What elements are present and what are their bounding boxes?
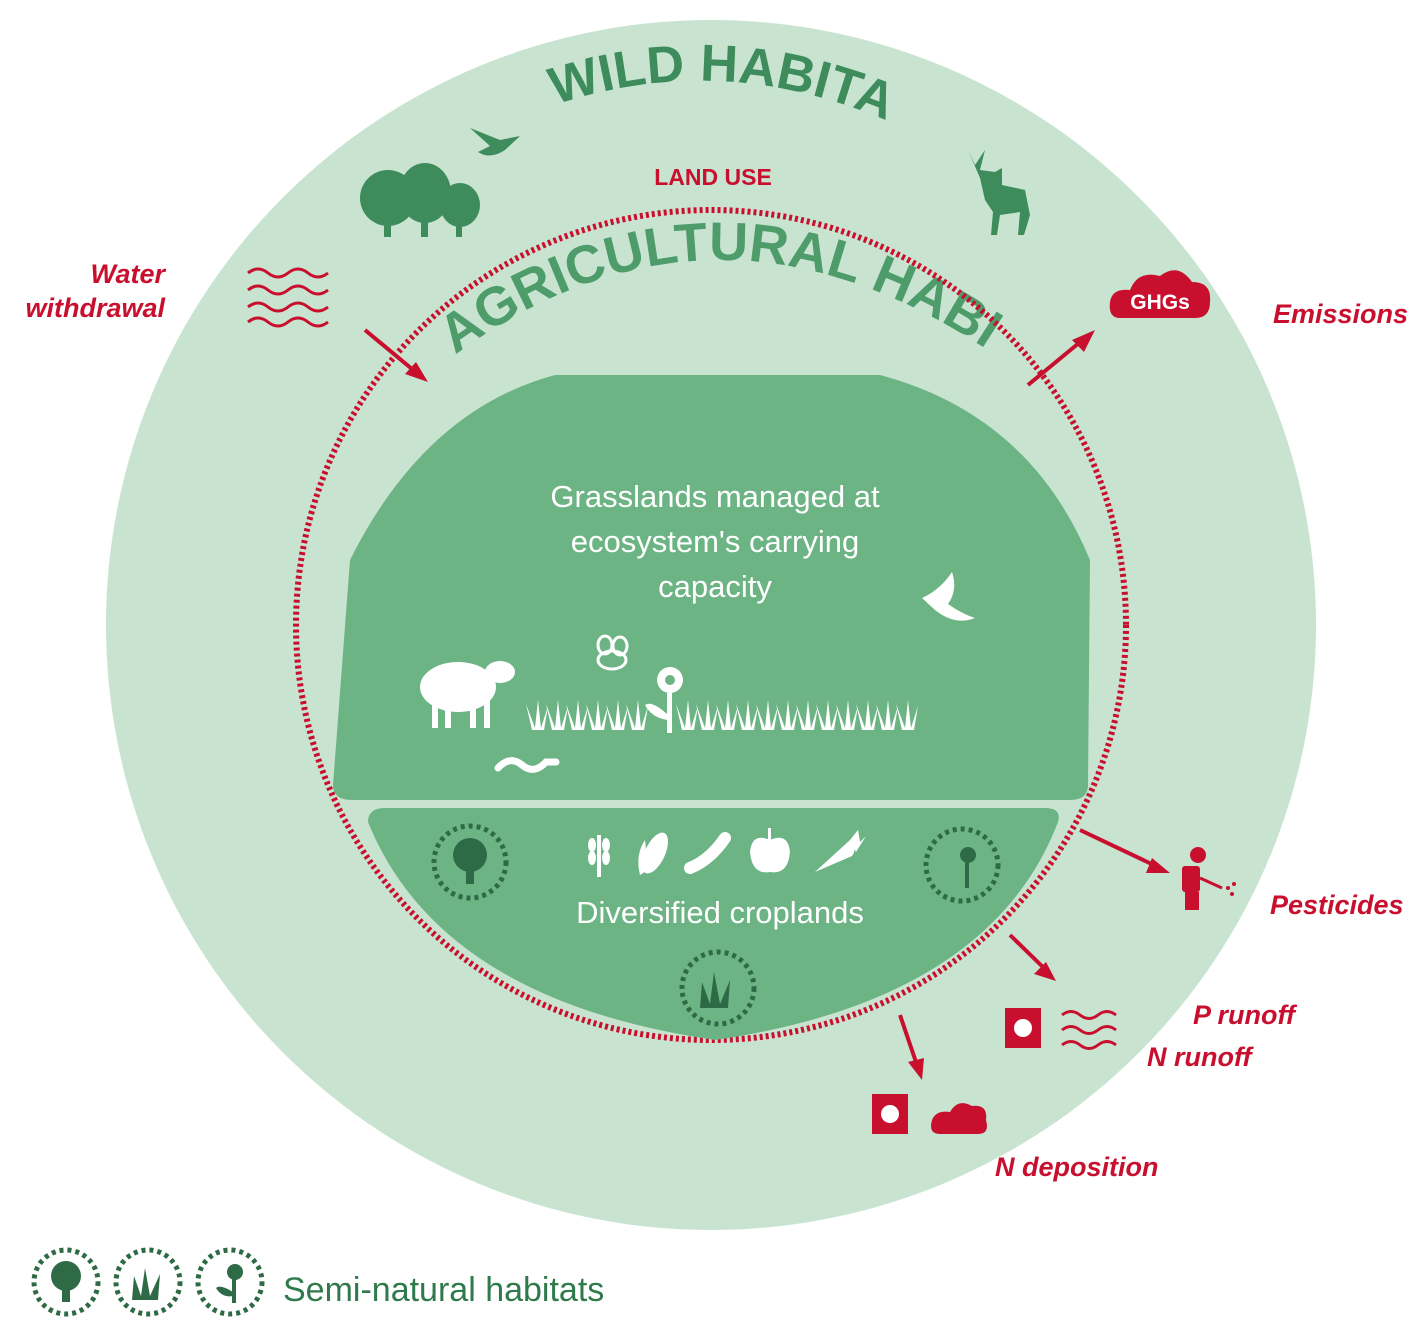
water-label-line1: Water [90,259,165,289]
p-runoff-label: P runoff [1193,1000,1295,1030]
wheat-icon [588,835,610,877]
cloud-icon [931,1103,987,1134]
carrot-icon [815,830,866,872]
water-withdrawal-label: Water withdrawal [10,257,165,325]
tree-icon [431,823,509,901]
deer-icon [968,150,1030,235]
land-use-boundary [293,207,1129,1043]
croplands-area [368,808,1059,1040]
corn-icon [638,832,668,875]
flower-icon [923,826,1001,904]
n-deposition-label: N deposition [995,1152,1159,1182]
flower-icon [645,667,683,733]
water-waves-icon [247,267,329,328]
trees-icon [360,163,480,237]
ghg-badge-label: GHGs [1130,291,1190,314]
water-waves-icon [1061,1010,1117,1050]
flower-icon [195,1247,265,1317]
sprayer-person-icon [1182,847,1236,910]
land-use-label: LAND USE [654,164,772,190]
grass-icon [113,1247,183,1317]
grasslands-label: Grasslands managed at ecosystem's carryi… [550,479,880,604]
bird-icon [470,128,520,156]
water-label-line2: withdrawal [25,293,165,323]
sheep-icon [420,661,515,728]
legend-label: Semi-natural habitats [283,1271,605,1309]
grasslands-area [333,375,1090,800]
ghg-cloud-icon [1109,270,1211,318]
pea-pod-icon [684,832,731,874]
bird-icon [922,572,975,621]
pressure-arrows [363,328,1170,1080]
n-runoff-label: N runoff [1147,1042,1252,1072]
emissions-label: Emissions [1273,299,1409,329]
worm-icon [494,757,560,773]
pesticides-label: Pesticides [1270,890,1404,920]
fertilizer-bag-icon [872,1094,908,1134]
apple-icon [750,828,790,873]
croplands-label: Diversified croplands [576,895,864,930]
fertilizer-bag-icon [1005,1008,1041,1048]
legend-icons [31,1247,265,1317]
bee-icon [596,634,629,671]
grass-icon [679,949,757,1027]
tree-icon [31,1247,101,1317]
